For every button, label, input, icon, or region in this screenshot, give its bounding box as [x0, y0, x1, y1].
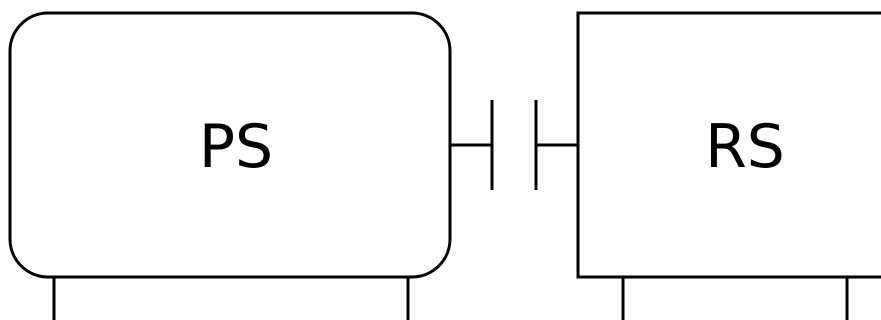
ps-label: PS — [199, 112, 273, 182]
rs-label: RS — [705, 112, 785, 182]
rs-block — [576, 11, 881, 279]
